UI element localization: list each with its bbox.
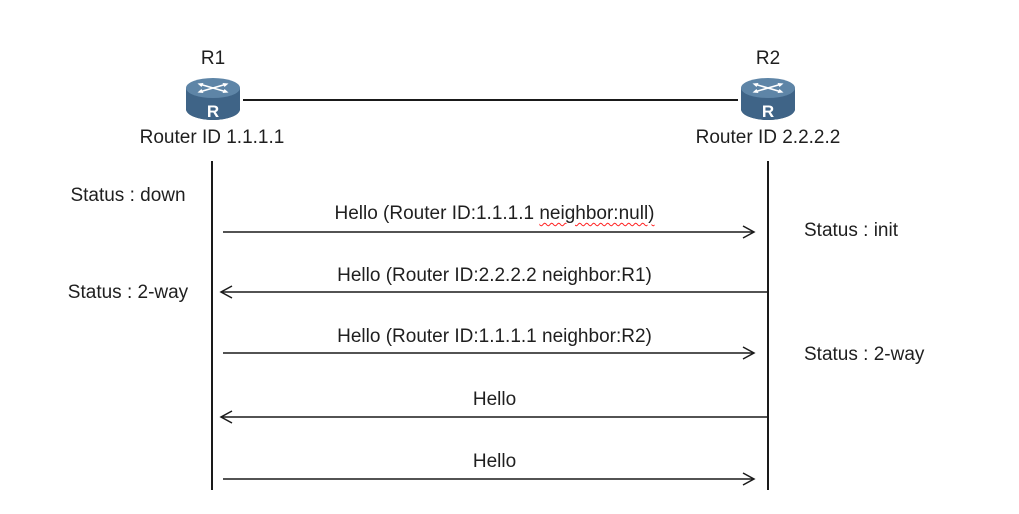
message-text: Hello (Router ID:2.2.2.2 neighbor:R1) bbox=[337, 265, 652, 286]
router-link-line bbox=[243, 99, 738, 101]
message-text: Hello bbox=[472, 451, 517, 472]
status-label-r1-2way: Status : 2-way bbox=[67, 282, 189, 303]
message-arrow-4-left bbox=[219, 409, 768, 425]
status-label-r2-2way: Status : 2-way bbox=[804, 344, 925, 365]
message-arrow-5-right bbox=[219, 471, 768, 487]
misspelling-squiggle: neighbor:null) bbox=[539, 203, 655, 224]
router-id-label-r2: Router ID 2.2.2.2 bbox=[695, 127, 841, 148]
lifeline-r2 bbox=[767, 161, 769, 490]
message-label-3: Hello (Router ID:1.1.1.1 neighbor:R2) bbox=[222, 326, 767, 348]
router-icon: R bbox=[741, 78, 795, 121]
message-arrow-2-left bbox=[219, 284, 768, 300]
router-name-label-r2: R2 bbox=[755, 48, 781, 69]
router-icon: R bbox=[186, 78, 240, 121]
status-label-r2-init: Status : init bbox=[804, 220, 898, 241]
router-name-label-r1: R1 bbox=[200, 48, 226, 69]
message-label-1: Hello (Router ID:1.1.1.1 neighbor:null) bbox=[222, 203, 767, 225]
status-label-r1-down: Status : down bbox=[70, 185, 186, 206]
message-label-5: Hello bbox=[222, 451, 767, 473]
message-label-4: Hello bbox=[222, 389, 767, 411]
lifeline-r1 bbox=[211, 161, 213, 490]
message-text: Hello bbox=[472, 389, 517, 410]
message-text: Hello (Router ID:1.1.1.1 bbox=[334, 203, 540, 224]
message-text: Hello (Router ID:1.1.1.1 neighbor:R2) bbox=[337, 326, 652, 347]
router-id-label-r1: Router ID 1.1.1.1 bbox=[139, 127, 285, 148]
router-icon-letter: R bbox=[207, 102, 219, 121]
message-arrow-3-right bbox=[219, 345, 768, 361]
message-arrow-1-right bbox=[219, 224, 768, 240]
router-icon-letter: R bbox=[762, 102, 774, 121]
message-label-2: Hello (Router ID:2.2.2.2 neighbor:R1) bbox=[222, 265, 767, 287]
router-icon-r2: R bbox=[738, 78, 798, 122]
router-icon-r1: R bbox=[183, 78, 243, 122]
